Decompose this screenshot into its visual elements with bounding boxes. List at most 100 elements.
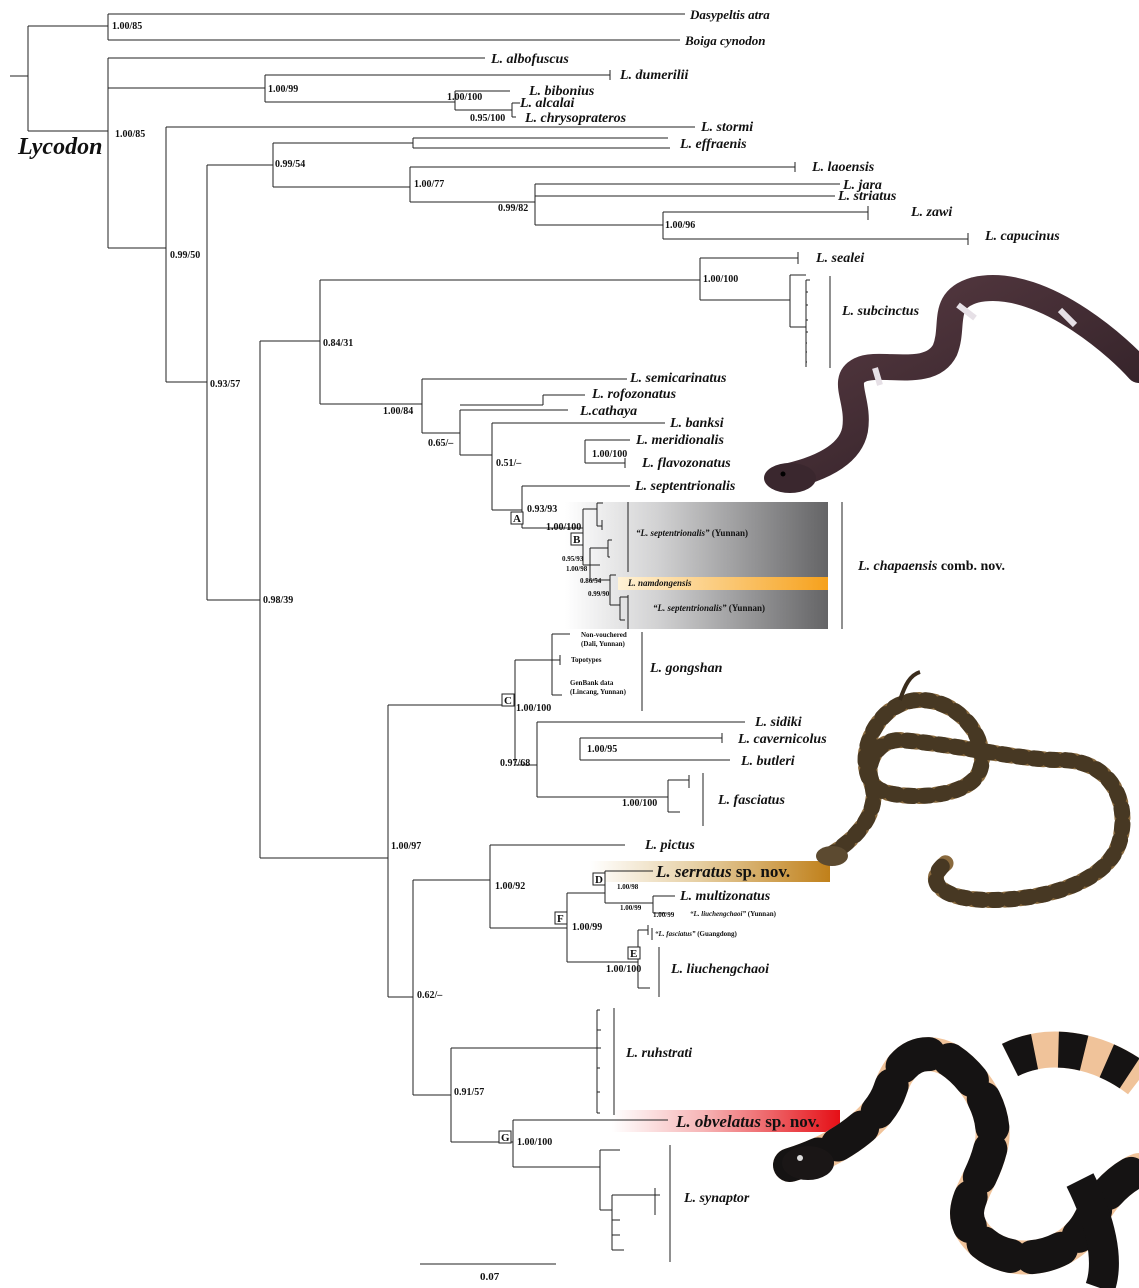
support-value: 1.00/100 [447, 92, 482, 103]
support-value: 0.93/93 [527, 504, 557, 515]
svg-text:C: C [504, 695, 512, 707]
tip-alcalai: L. alcalai [519, 96, 575, 111]
clade-marker-a: A [511, 512, 523, 525]
support-value: 1.00/100 [606, 964, 641, 975]
support-value: 1.00/95 [587, 744, 617, 755]
support-value: 0.51/– [496, 458, 522, 469]
tip-cavernicolus: L. cavernicolus [737, 732, 827, 747]
support-value: 0.99/90 [588, 590, 610, 598]
tip-rofozonatus: L. rofozonatus [591, 387, 677, 402]
tip-namdongensis: L. namdongensis [627, 578, 692, 588]
support-value: 0.99/54 [275, 159, 305, 170]
tip-chrysoprateros: L. chrysoprateros [524, 111, 627, 126]
support-value: 1.00/96 [665, 220, 695, 231]
support-value: 1.00/92 [495, 881, 525, 892]
support-value: 1.00/98 [617, 883, 639, 891]
tip-boiga-cynodon: Boiga cynodon [684, 33, 766, 48]
tip-meridionalis: L. meridionalis [635, 433, 724, 448]
label-gongshan-topotypes: Topotypes [571, 656, 602, 664]
support-value: 1.00/99 [653, 911, 675, 919]
tip-pictus: L. pictus [644, 838, 695, 853]
label-gongshan-nonvouchered-1: Non-vouchered [581, 631, 627, 639]
clade-chapaensis: L. chapaensis comb. nov. [857, 559, 1005, 574]
support-value: 1.00/100 [592, 449, 627, 460]
clade-ruhstrati: L. ruhstrati [625, 1046, 692, 1061]
tip-obvelatus-sp-nov: L. obvelatus sp. nov. [675, 1112, 820, 1131]
clade-marker-b: B [571, 533, 583, 546]
support-value: 0.99/50 [170, 250, 200, 261]
snake-photo-obvelatus [782, 1050, 1139, 1288]
label-gongshan-genbank-2: (Lincang, Yunnan) [570, 688, 627, 696]
tip-semicarinatus: L. semicarinatus [629, 371, 727, 386]
scale-bar-label: 0.07 [480, 1271, 500, 1283]
support-value: 1.00/84 [383, 406, 413, 417]
label-gongshan-nonvouchered-2: (Dali, Yunnan) [581, 640, 626, 648]
tip-laoensis: L. laoensis [811, 160, 875, 175]
support-value: 1.00/100 [516, 703, 551, 714]
svg-text:B: B [573, 534, 581, 546]
support-value: 0.95/93 [562, 555, 584, 563]
snake-photo-subcinctus [764, 288, 1139, 493]
label-septentrionalis-yunnan-1: “L. septentrionalis” (Yunnan) [636, 528, 748, 538]
tip-capucinus: L. capucinus [984, 229, 1060, 244]
label-septentrionalis-yunnan-2: “L. septentrionalis” (Yunnan) [653, 603, 765, 613]
tree-branches [10, 14, 968, 1250]
clade-fasciatus: L. fasciatus [717, 793, 785, 808]
tip-serratus-sp-nov: L. serratus sp. nov. [655, 862, 790, 881]
svg-text:G: G [501, 1132, 510, 1144]
tip-dumerilii: L. dumerilii [619, 68, 689, 83]
tip-multizonatus: L. multizonatus [679, 889, 771, 904]
tip-dasypeltis-atra: Dasypeltis atra [689, 7, 770, 22]
tip-butleri: L. butleri [740, 754, 795, 769]
support-value: 1.00/99 [620, 904, 642, 912]
label-fasciatus-guangdong: “L. fasciatus” (Guangdong) [655, 930, 738, 938]
support-value: 0.99/82 [498, 203, 528, 214]
genus-label: Lycodon [17, 134, 102, 160]
support-value: 1.00/100 [546, 522, 581, 533]
support-value: 0.65/– [428, 438, 454, 449]
svg-text:A: A [513, 513, 521, 525]
tip-striatus: L. striatus [837, 189, 897, 204]
label-gongshan-genbank-1: GenBank data [570, 679, 614, 687]
clade-marker-g: G [499, 1131, 511, 1144]
tip-sealei: L. sealei [815, 251, 864, 266]
tip-banksi: L. banksi [669, 416, 724, 431]
clade-liuchengchaoi: L. liuchengchaoi [670, 962, 769, 977]
support-value: 1.00/99 [572, 922, 602, 933]
clade-gongshan: L. gongshan [649, 661, 723, 676]
tip-stormi: L. stormi [700, 120, 753, 135]
support-value: 0.97/68 [500, 758, 530, 769]
tip-septentrionalis: L. septentrionalis [634, 479, 736, 494]
clade-subcinctus: L. subcinctus [841, 304, 920, 319]
support-value: 1.00/85 [115, 129, 145, 140]
tip-albofuscus: L. albofuscus [490, 52, 569, 67]
support-value: 0.98/39 [263, 595, 293, 606]
svg-text:F: F [557, 913, 564, 925]
support-value: 1.00/77 [414, 179, 444, 190]
snake-photo-serratus [816, 672, 1123, 900]
clade-marker-e: E [628, 947, 640, 960]
support-value: 1.00/98 [566, 565, 588, 573]
tip-flavozonatus: L. flavozonatus [641, 456, 731, 471]
clade-marker-c: C [502, 694, 514, 707]
label-liuchengchaoi-yunnan: “L. liuchengchaoi” (Yunnan) [690, 910, 777, 918]
tip-zawi: L. zawi [910, 205, 952, 220]
support-value: 0.91/57 [454, 1087, 484, 1098]
support-value: 1.00/85 [112, 21, 142, 32]
tip-effraenis: L. effraenis [679, 137, 747, 152]
support-value: 0.93/57 [210, 379, 240, 390]
clade-synaptor: L. synaptor [683, 1191, 750, 1206]
support-value: 0.86/54 [580, 577, 602, 585]
svg-text:E: E [630, 948, 637, 960]
tip-cathaya: L.cathaya [579, 404, 637, 419]
support-value: 1.00/100 [622, 798, 657, 809]
clade-marker-f: F [555, 912, 567, 925]
support-value: 1.00/97 [391, 841, 421, 852]
support-value: 0.84/31 [323, 338, 353, 349]
support-value: 0.62/– [417, 990, 443, 1001]
support-value: 1.00/100 [517, 1137, 552, 1148]
svg-text:D: D [595, 874, 603, 886]
clade-marker-d: D [593, 873, 605, 886]
